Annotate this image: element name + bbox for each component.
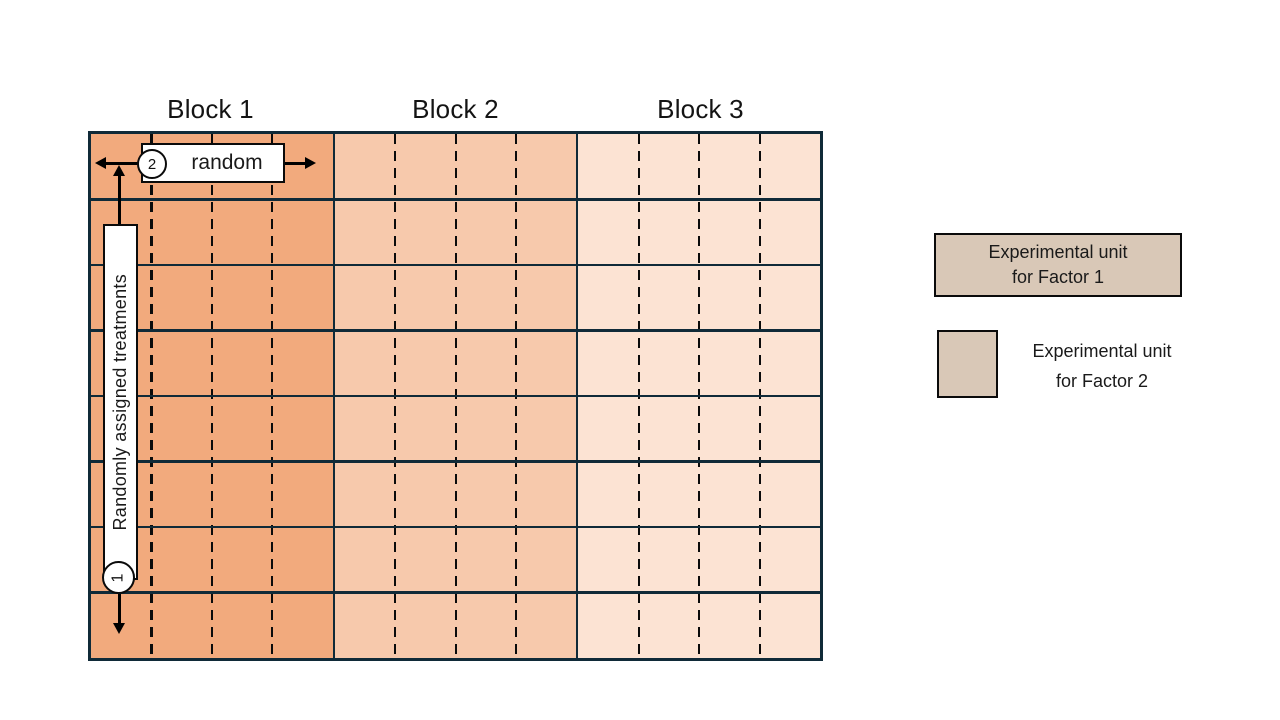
legend-factor1-line2: for Factor 1 [1011,267,1105,287]
arrow-up-icon [113,165,125,176]
arrow-down-icon [113,623,125,634]
row-line [91,329,820,332]
step2-badge: 2 [137,149,167,179]
block-title-2: Block 2 [412,94,499,124]
legend-factor1-box: Experimental unit for Factor 1 [934,233,1182,297]
step1-badge-number: 1 [109,573,127,582]
block-title-3: Block 3 [657,94,744,124]
legend-factor1-line1: Experimental unit [988,242,1128,262]
legend-factor2-line2: for Factor 2 [1055,371,1149,391]
field-grid [88,131,823,661]
arrow-right-icon [305,157,316,169]
legend-factor2-label: Experimental unit for Factor 2 [1002,336,1202,396]
row-line [91,198,820,201]
arrow-up-shaft [118,175,121,225]
legend-factor2-swatch [937,330,998,398]
row-line [91,525,820,529]
block-title-1: Block 1 [167,94,254,124]
step2-label: random [191,151,263,174]
legend-factor2-line1: Experimental unit [1032,341,1172,361]
step1-badge: 1 [102,561,135,594]
step1-label-box: Randomly assigned treatments [103,224,138,580]
arrow-down-shaft [118,594,121,624]
arrow-right-shaft [284,162,306,165]
arrow-left-shaft [105,162,140,165]
arrow-left-icon [95,157,106,169]
row-line [91,460,820,463]
step1-label: Randomly assigned treatments [110,273,130,531]
row-line [91,394,820,398]
row-line [91,263,820,267]
row-line [91,591,820,594]
step2-badge-number: 2 [147,155,157,173]
